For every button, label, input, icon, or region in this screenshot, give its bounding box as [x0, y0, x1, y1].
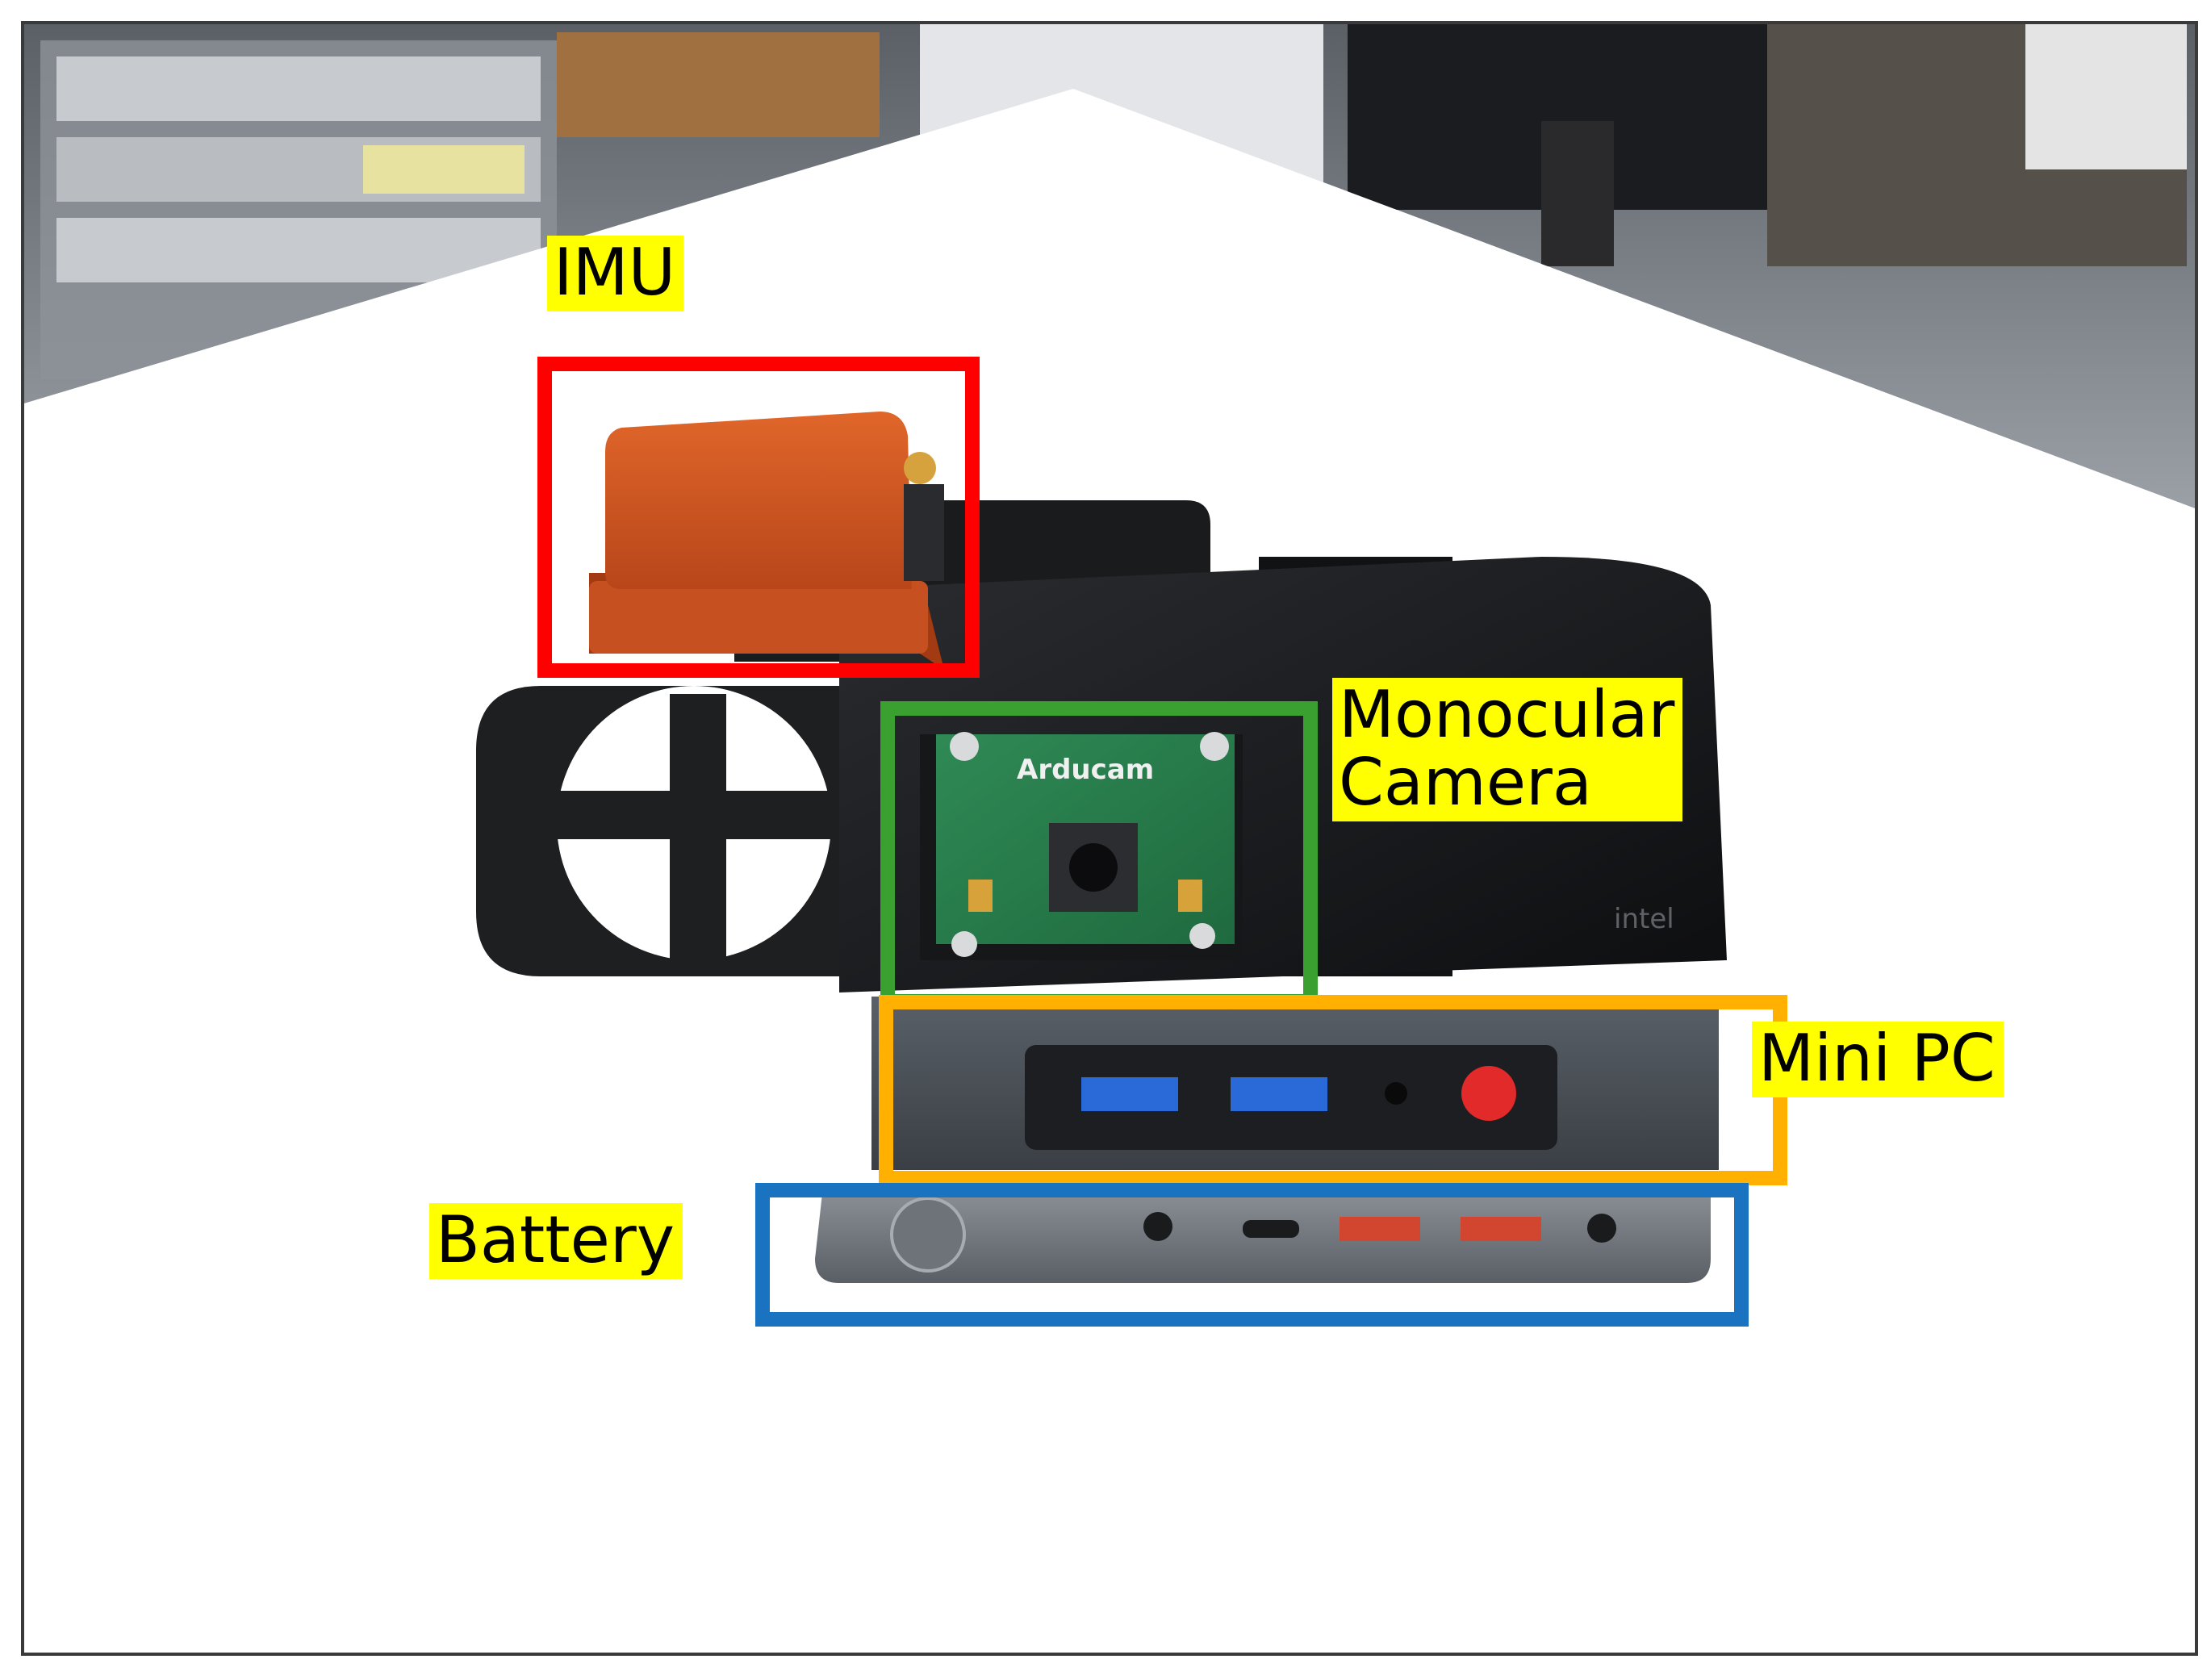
svg-text:Arducam: Arducam [1017, 754, 1154, 786]
camera-highlight-box [880, 701, 1318, 1009]
imu-highlight-box [537, 357, 980, 678]
svg-text:intel: intel [1614, 903, 1674, 935]
camera-label: Monocular Camera [1332, 678, 1683, 821]
imu-label: IMU [547, 236, 684, 311]
figure-frame: intel Arducam [21, 21, 2198, 1656]
battery-label: Battery [429, 1203, 683, 1279]
mini-pc-label: Mini PC [1752, 1022, 2004, 1097]
battery-highlight-box [755, 1183, 1749, 1327]
mini-pc-highlight-box [879, 995, 1787, 1185]
